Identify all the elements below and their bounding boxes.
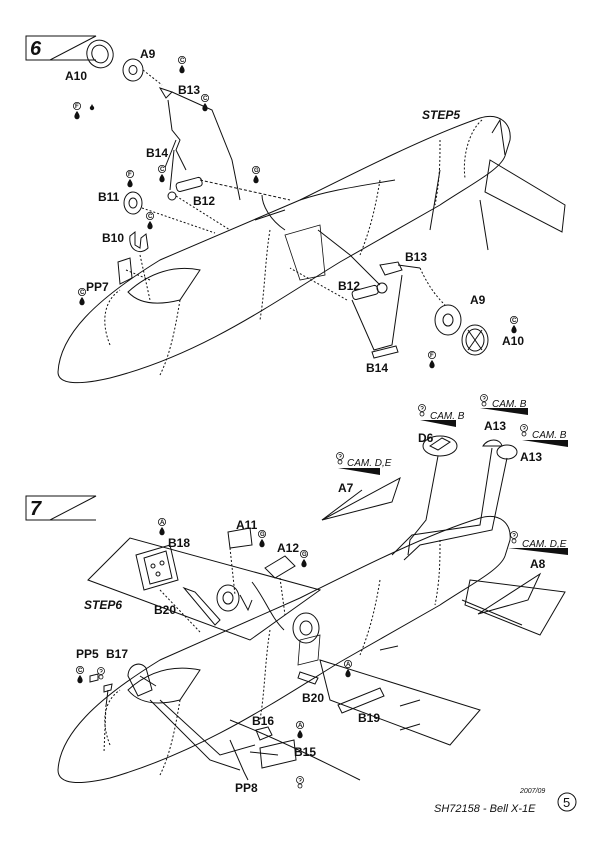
svg-text:C: C bbox=[180, 58, 185, 64]
camouflage-label: CAM. D,E bbox=[347, 458, 392, 469]
svg-text:A: A bbox=[160, 520, 165, 526]
camouflage-markers bbox=[338, 408, 568, 555]
camouflage-label: CAM. B bbox=[492, 399, 527, 410]
part-label: B13 bbox=[405, 250, 427, 264]
step7-number: 7 bbox=[30, 498, 42, 520]
svg-text:C: C bbox=[160, 167, 165, 173]
part-label: PP7 bbox=[86, 280, 109, 294]
part-label: A10 bbox=[502, 334, 524, 348]
part-label: B18 bbox=[168, 536, 190, 550]
step6-header: 6 bbox=[25, 35, 97, 61]
part-label: B19 bbox=[358, 711, 380, 725]
svg-text:C: C bbox=[203, 96, 208, 102]
step6-labels: A10 A9 B13 B14 B11 B12 B10 PP7 B13 B12 B… bbox=[65, 47, 524, 375]
part-label: B13 bbox=[178, 83, 200, 97]
camouflage-label: CAM. D,E bbox=[522, 539, 567, 550]
step7-parts bbox=[89, 435, 542, 781]
step7-fuselage bbox=[57, 516, 566, 783]
part-label: B12 bbox=[338, 279, 360, 293]
part-label: A9 bbox=[140, 47, 156, 61]
svg-text:G: G bbox=[254, 168, 259, 174]
camouflage-label: CAM. B bbox=[532, 430, 567, 441]
svg-text:G: G bbox=[260, 532, 265, 538]
paint-drop-icon: A G G C A A bbox=[75, 517, 353, 739]
part-label: B10 bbox=[102, 231, 124, 245]
step6-fuselage bbox=[57, 116, 566, 384]
part-label: B14 bbox=[146, 146, 168, 160]
part-label: B11 bbox=[98, 190, 120, 204]
part-label: PP8 bbox=[235, 781, 258, 795]
stage-label: STEP6 bbox=[84, 598, 122, 612]
svg-text:A: A bbox=[298, 723, 303, 729]
print-date: 2007/09 bbox=[520, 788, 546, 795]
svg-text:C: C bbox=[148, 214, 153, 220]
part-label: D6 bbox=[418, 431, 434, 445]
part-label: PP5 bbox=[76, 647, 99, 661]
svg-text:G: G bbox=[302, 552, 307, 558]
page-number: 5 bbox=[563, 795, 570, 810]
part-label: A10 bbox=[65, 69, 87, 83]
step6-number: 6 bbox=[30, 38, 42, 60]
step7-labels: CAM. B CAM. B CAM. B CAM. D,E CAM. D,E D… bbox=[76, 399, 567, 795]
part-label: A7 bbox=[338, 481, 354, 495]
svg-text:C: C bbox=[78, 668, 83, 674]
part-label: A13 bbox=[520, 450, 542, 464]
part-label: A8 bbox=[530, 557, 546, 571]
stage-label: STEP5 bbox=[422, 108, 460, 122]
part-label: B20 bbox=[302, 691, 324, 705]
step6-parts bbox=[86, 39, 489, 359]
svg-text:F: F bbox=[75, 104, 79, 110]
part-label: B20 bbox=[154, 603, 176, 617]
part-label: A12 bbox=[277, 541, 299, 555]
svg-text:C: C bbox=[512, 318, 517, 324]
svg-text:A: A bbox=[346, 662, 351, 668]
part-label: A9 bbox=[470, 293, 486, 307]
step7-header: 7 bbox=[25, 495, 97, 521]
part-label: B15 bbox=[294, 745, 316, 759]
part-label: B16 bbox=[252, 714, 274, 728]
part-label: B14 bbox=[366, 361, 388, 375]
svg-text:F: F bbox=[430, 353, 434, 359]
kit-title: SH72158 - Bell X-1E bbox=[434, 803, 536, 815]
svg-text:C: C bbox=[80, 290, 85, 296]
svg-text:F: F bbox=[128, 172, 132, 178]
page-number-badge: 5 bbox=[557, 792, 577, 812]
part-label: B12 bbox=[193, 194, 215, 208]
camouflage-label: CAM. B bbox=[430, 411, 465, 422]
part-label: A11 bbox=[236, 518, 258, 532]
part-label: B17 bbox=[106, 647, 128, 661]
part-label: A13 bbox=[484, 419, 506, 433]
paint-drop-icon: C F C C F C G C F C bbox=[72, 55, 519, 369]
